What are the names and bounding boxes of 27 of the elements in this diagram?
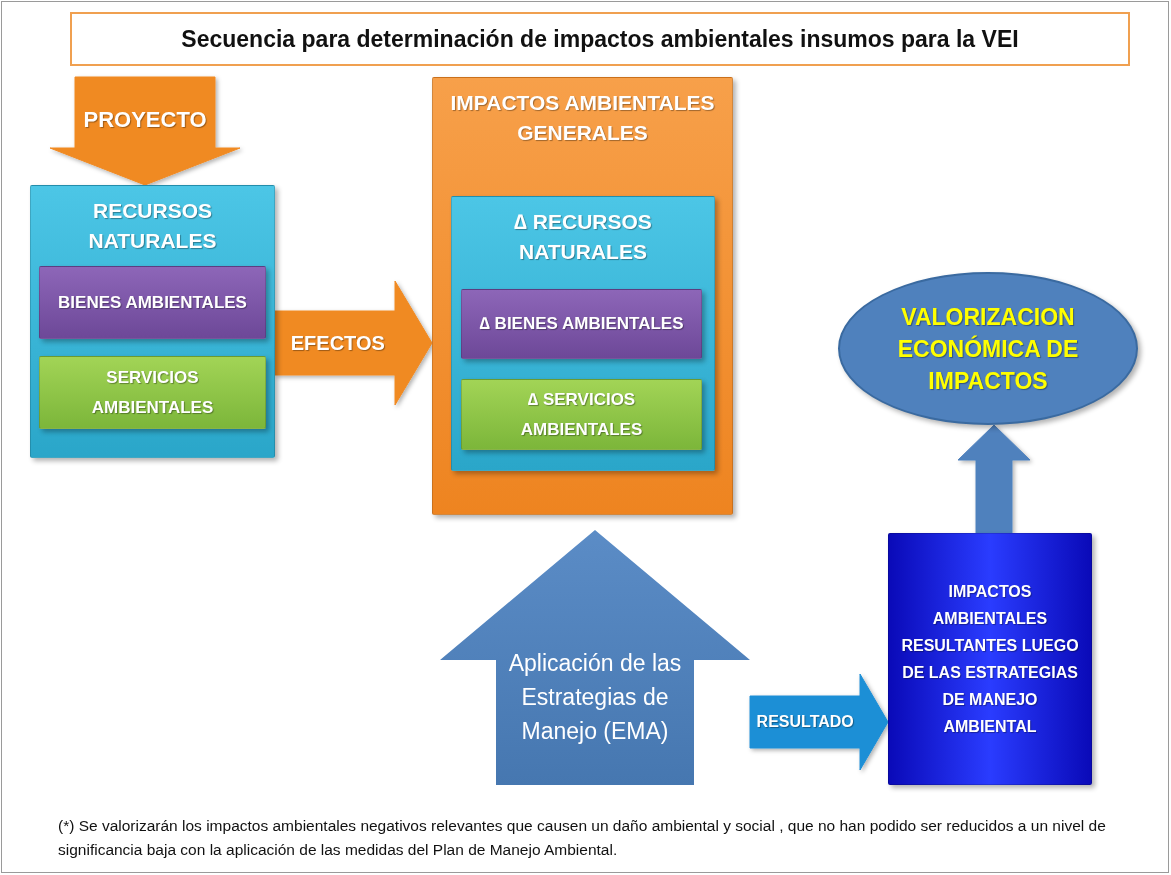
edge-label: PROYECTO: [83, 107, 207, 134]
block-arrow: [749, 673, 889, 771]
node-label: SERVICIOS AMBIENTALES: [90, 366, 215, 419]
box-heading: IMPACTOS AMBIENTALES GENERALES: [449, 90, 716, 146]
box-heading: RECURSOS NATURALES: [87, 198, 218, 254]
result-box: [888, 533, 1092, 785]
group-box: [432, 77, 733, 515]
process-box: [39, 266, 266, 339]
node-label: VALORIZACION ECONÓMICA DE IMPACTOS: [896, 302, 1080, 396]
group-box: [451, 196, 715, 471]
title: Secuencia para determinación de impactos ambientales insumos para la VEI: [70, 12, 1130, 66]
footnote: (*) Se valorizarán los impactos ambientales negativos relevantes que causen un daño ambiental y social , que no han podido ser reducidos a un nivel de significancia baja con la aplicación de las medidas del Plan de Manejo Ambiental.: [58, 816, 1107, 860]
edge-label: RESULTADO: [756, 713, 854, 731]
process-box: [39, 356, 266, 429]
node-label: Aplicación de las Estrategias de Manejo (EMA): [507, 648, 683, 746]
block-arrow: [957, 424, 1031, 534]
block-arrow: [274, 280, 433, 406]
node-label: ∆ BIENES AMBIENTALES: [479, 313, 684, 335]
node-label: IMPACTOS AMBIENTALES RESULTANTES LUEGO DE LAS ESTRATEGIAS DE MANEJO AMBIENTAL: [900, 582, 1080, 737]
block-arrow: [49, 76, 241, 186]
process-box: [461, 289, 702, 359]
node-label: BIENES AMBIENTALES: [58, 291, 247, 314]
node-label: ∆ SERVICIOS AMBIENTALES: [519, 388, 644, 441]
process-box: [461, 379, 702, 450]
edge-label: EFECTOS: [290, 331, 385, 355]
group-box: [30, 185, 275, 458]
box-heading: ∆ RECURSOS NATURALES: [513, 209, 653, 265]
